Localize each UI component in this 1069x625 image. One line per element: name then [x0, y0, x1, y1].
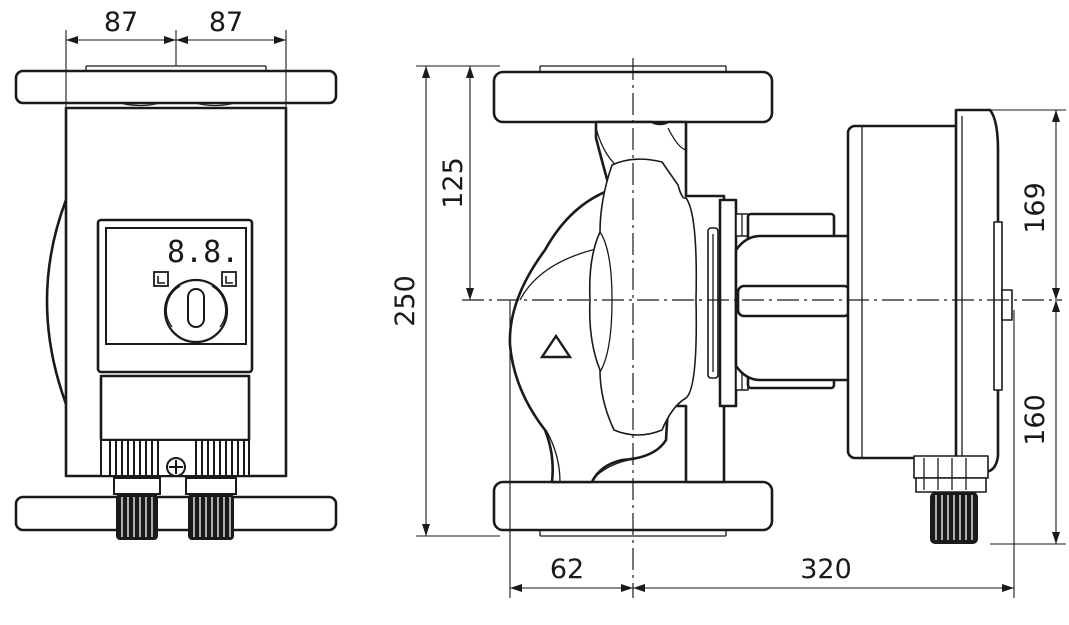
front-cable-gland-right	[185, 477, 237, 540]
screw-icon	[166, 457, 186, 477]
head-height-dimension: 169 160	[990, 109, 1066, 545]
horizontal-dimensions: 62 320	[509, 300, 1015, 598]
dim-169: 169	[1020, 182, 1051, 234]
display-readout: 8.8.	[167, 235, 239, 270]
side-view: 250 125 169 160 62 320	[390, 58, 1066, 598]
front-cable-gland-left	[113, 477, 161, 540]
dim-87-left: 87	[104, 7, 138, 38]
front-view: 8.8.	[14, 7, 338, 540]
terminal-box	[99, 374, 251, 442]
dim-87-right: 87	[209, 7, 243, 38]
dim-62: 62	[550, 554, 584, 585]
side-terminal-box	[913, 455, 989, 479]
motor-head-housing	[846, 124, 968, 460]
rotary-knob-icon	[163, 278, 229, 344]
pump-inner-body	[588, 158, 698, 436]
terminal-ribs	[109, 440, 245, 476]
right-button-icon	[221, 271, 237, 287]
front-width-dimension: 87 87	[65, 7, 287, 108]
dim-320: 320	[800, 554, 852, 585]
upper-height-dimension: 125	[438, 66, 474, 300]
dim-160: 160	[1020, 394, 1051, 446]
dim-125: 125	[438, 157, 469, 209]
overall-height-dimension: 250	[390, 65, 500, 537]
front-housing-arc	[45, 199, 68, 405]
front-bottom-flange	[14, 495, 338, 532]
front-top-flange	[14, 69, 338, 105]
left-button-icon	[153, 271, 169, 287]
motor-flange	[718, 198, 738, 408]
side-cable-gland	[930, 492, 978, 544]
triangle-up-icon	[539, 333, 573, 359]
dim-250: 250	[390, 275, 421, 327]
